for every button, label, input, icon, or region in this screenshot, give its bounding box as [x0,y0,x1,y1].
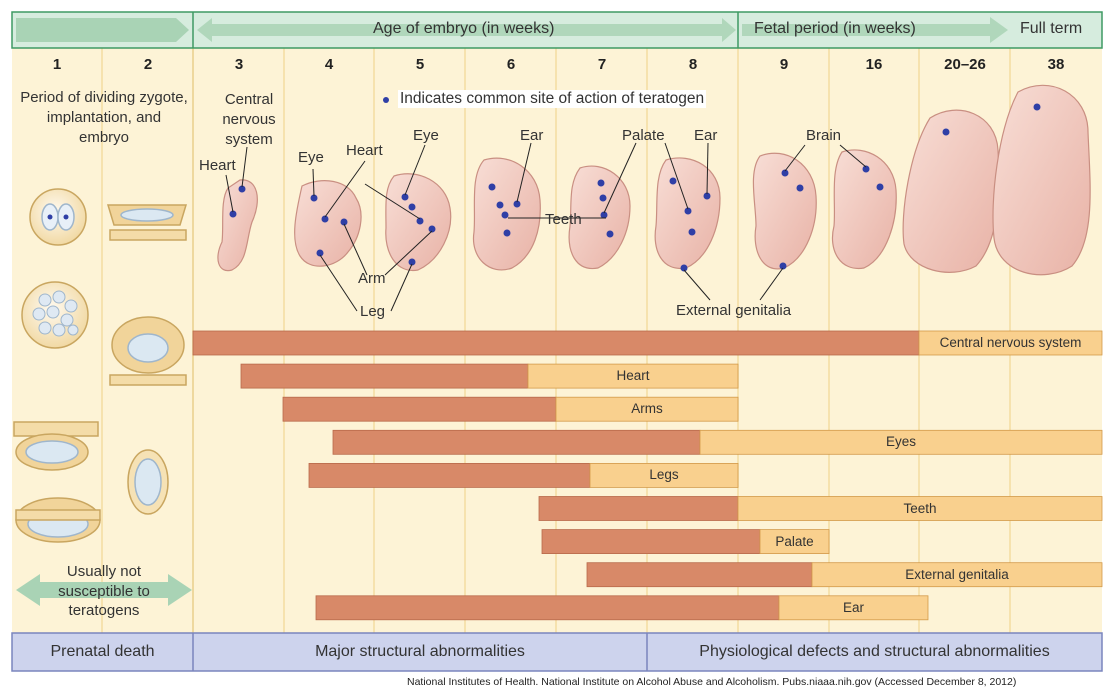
bar-major-palate [541,529,761,554]
week-label: 3 [234,56,244,73]
week-label: 7 [597,56,607,73]
week-label: 2 [143,56,153,73]
week-label: 20–26 [944,56,986,73]
week-label: 4 [324,56,334,73]
bar-major-teeth [538,496,739,521]
bar-label: Palate [775,533,814,549]
week-label: 38 [1047,56,1065,73]
bar-minor-heart [527,363,739,389]
source-credit: National Institutes of Health. National … [407,676,1017,688]
bar-label: Ear [842,599,864,615]
dividing-zygote-note: Period of dividing zygote, implantation,… [20,89,188,146]
cns-note: Central nervous system [222,91,276,148]
week-label: 16 [865,56,883,73]
header-arrow-left [16,18,189,42]
bar-label: Arms [631,401,663,417]
bar-label: Teeth [903,500,937,516]
header-arrow-fetal [742,17,1008,43]
week-label: 5 [415,56,425,73]
bar-major-central-nervous-system [192,330,920,356]
label-eye: Eye [298,149,324,166]
teratogen-dots [229,97,1041,272]
bar-label: Heart [616,368,650,384]
label-ear: Ear [694,127,718,144]
embryo-illustrations [217,84,1091,276]
not-susceptible-note: Usually not susceptible to teratogens [58,563,150,619]
week-label: 8 [688,56,698,73]
bar-minor-teeth [737,496,1103,521]
label-teeth: Teeth [545,211,582,228]
bar-minor-legs [589,462,739,488]
week-label: 1 [52,56,62,73]
bar-minor-central-nervous-system [918,330,1103,356]
label-brain: Brain [806,127,842,144]
bar-label: External genitalia [905,566,1009,582]
header-fetal-period: Fetal period (in weeks) [754,20,916,37]
not-susceptible-arrow [16,574,192,606]
week-label: 9 [779,56,789,73]
bottom-band [11,632,1103,672]
header-arrow-embryo [197,18,736,42]
bar-major-legs [308,462,591,488]
label-arm: Arm [358,270,386,287]
header-full-term: Full term [1020,20,1083,37]
bar-major-eyes [332,429,701,455]
bar-minor-palate [759,529,830,554]
bar-label: Legs [649,467,679,483]
leader-lines [225,142,867,312]
bar-major-external-genitalia [586,562,813,588]
label-external-genitalia: External genitalia [676,302,792,319]
bar-major-arms [282,396,557,422]
bar-minor-arms [555,396,739,422]
label-leg: Leg [360,303,386,320]
bottom-prenatal-death: Prenatal death [50,643,155,660]
week-label: 6 [506,56,516,73]
label-palate: Palate [622,127,665,144]
label-heart: Heart [346,142,383,159]
bar-minor-ear [778,595,929,621]
bar-major-heart [240,363,529,389]
early-stages [13,188,188,543]
header-embryo-age: Age of embryo (in weeks) [373,20,555,37]
bars-group [192,330,1103,621]
bar-minor-eyes [699,429,1103,455]
legend-text: Indicates common site of action of terat… [398,90,707,108]
bottom-major-abnormalities: Major structural abnormalities [315,643,525,660]
bar-major-ear [315,595,780,621]
bar-minor-external-genitalia [811,562,1103,588]
label-eye: Eye [413,127,439,144]
bottom-physiological-defects: Physiological defects and structural abn… [699,643,1050,660]
bar-label: Eyes [885,434,916,450]
header-band [11,11,1103,49]
label-ear: Ear [520,127,544,144]
label-heart: Heart [199,157,236,174]
bar-label: Central nervous system [939,335,1082,350]
